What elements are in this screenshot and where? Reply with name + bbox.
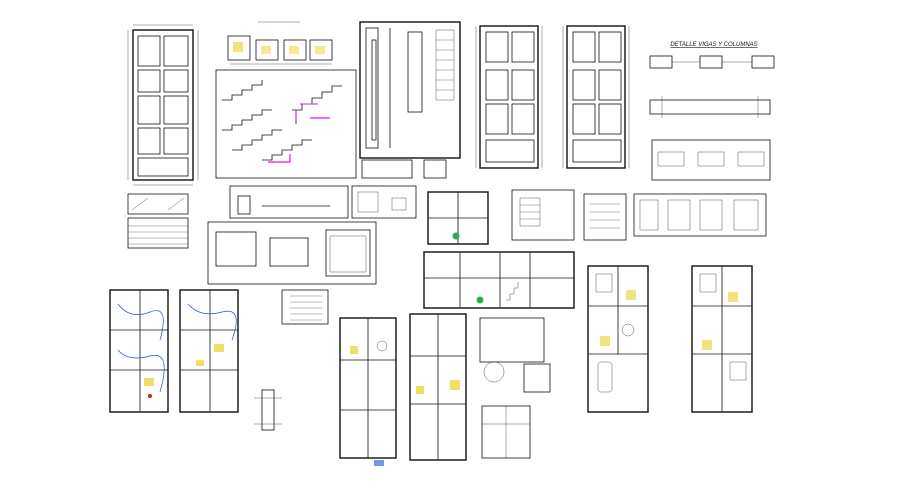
- window-elevation: [127, 193, 189, 249]
- electrical-plan-1: [109, 289, 169, 413]
- door-details: [633, 193, 767, 237]
- column-section: [254, 389, 282, 431]
- floor-plan-first: [587, 265, 649, 413]
- framing-plan-1: [475, 25, 543, 169]
- beam-column-detail: DETALLE VIGAS Y COLUMNAS: [649, 42, 775, 181]
- electrical-legend: [281, 289, 329, 325]
- foundation-plan: [127, 24, 199, 186]
- footing-section-row: [229, 185, 417, 219]
- bathroom-plan: [427, 191, 489, 245]
- footing-details: [227, 21, 333, 65]
- slab-detail: [207, 221, 377, 285]
- stair-section: [215, 69, 357, 179]
- beam-column-detail-title: DETALLE VIGAS Y COLUMNAS: [670, 42, 757, 48]
- electrical-plan-2: [179, 289, 239, 413]
- wall-section: [359, 21, 461, 179]
- plumbing-plan-1: [339, 317, 397, 466]
- kitchen-detail: [511, 189, 575, 241]
- building-section: [423, 251, 575, 309]
- framing-plan-2: [562, 25, 630, 169]
- stair-detail-small: [583, 193, 627, 241]
- floor-plan-second: [691, 265, 753, 413]
- septic-tank-detail: [479, 317, 551, 459]
- plumbing-plan-2: [409, 313, 467, 461]
